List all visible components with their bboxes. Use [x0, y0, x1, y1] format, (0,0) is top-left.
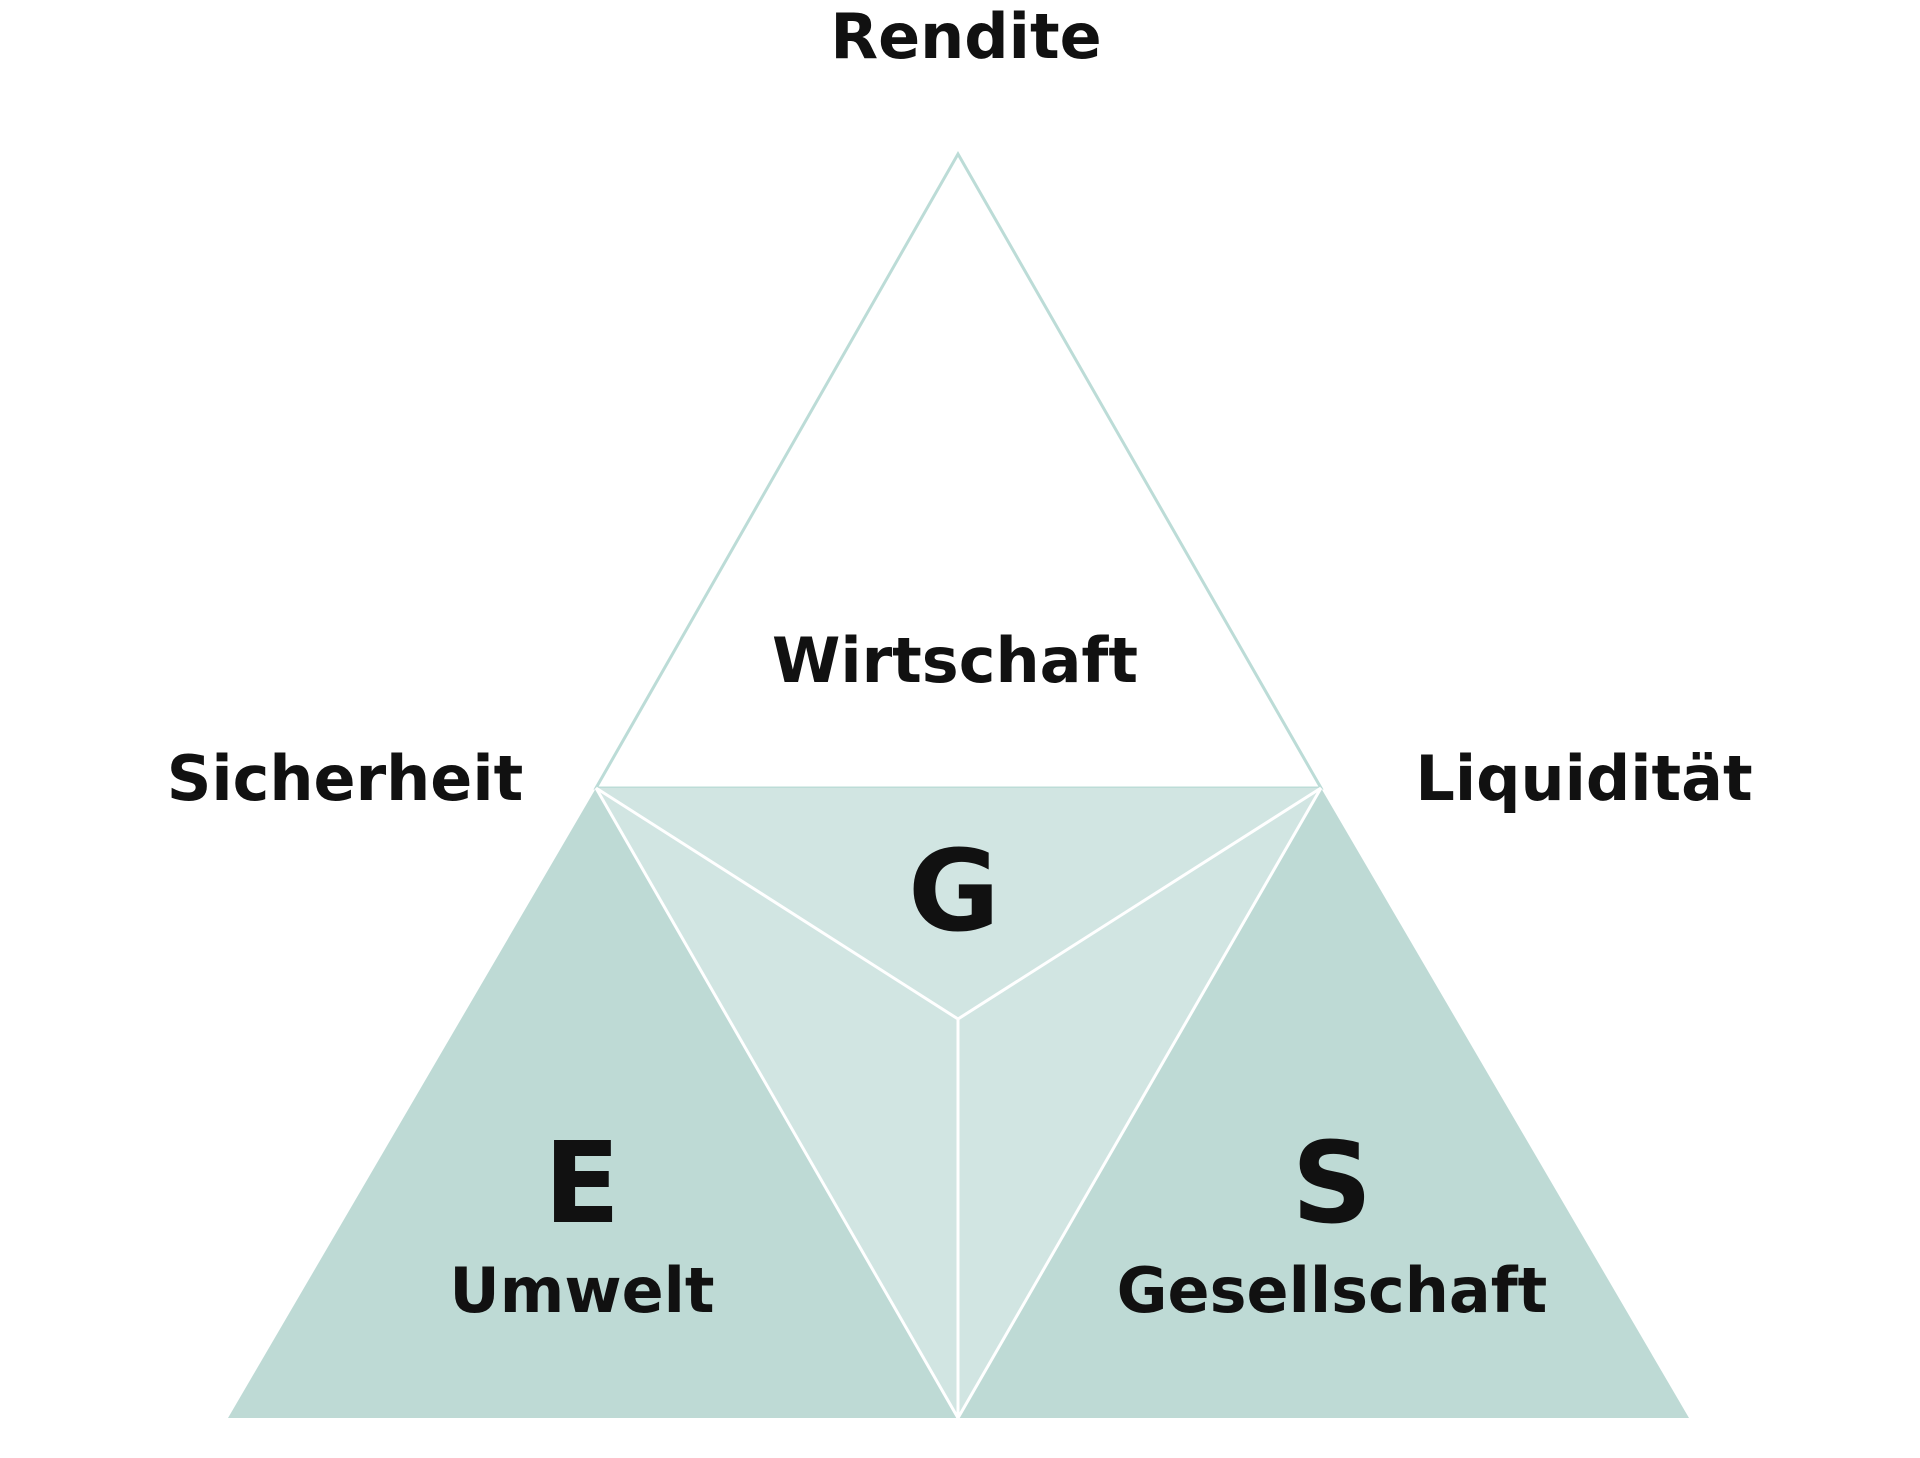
label-liquiditaet: Liquidität: [1415, 742, 1752, 815]
divider-lines: [594, 786, 1323, 1419]
letter-g: G: [908, 827, 1000, 957]
letter-s: S: [1292, 1119, 1373, 1249]
label-sicherheit: Sicherheit: [167, 742, 524, 815]
label-wirtschaft: Wirtschaft: [772, 624, 1138, 697]
s-segment: [958, 788, 1689, 1418]
letter-e: E: [544, 1119, 621, 1249]
e-segment: [228, 788, 958, 1418]
label-gesellschaft: Gesellschaft: [1117, 1254, 1548, 1327]
label-umwelt: Umwelt: [449, 1254, 714, 1327]
label-rendite: Rendite: [830, 0, 1101, 73]
